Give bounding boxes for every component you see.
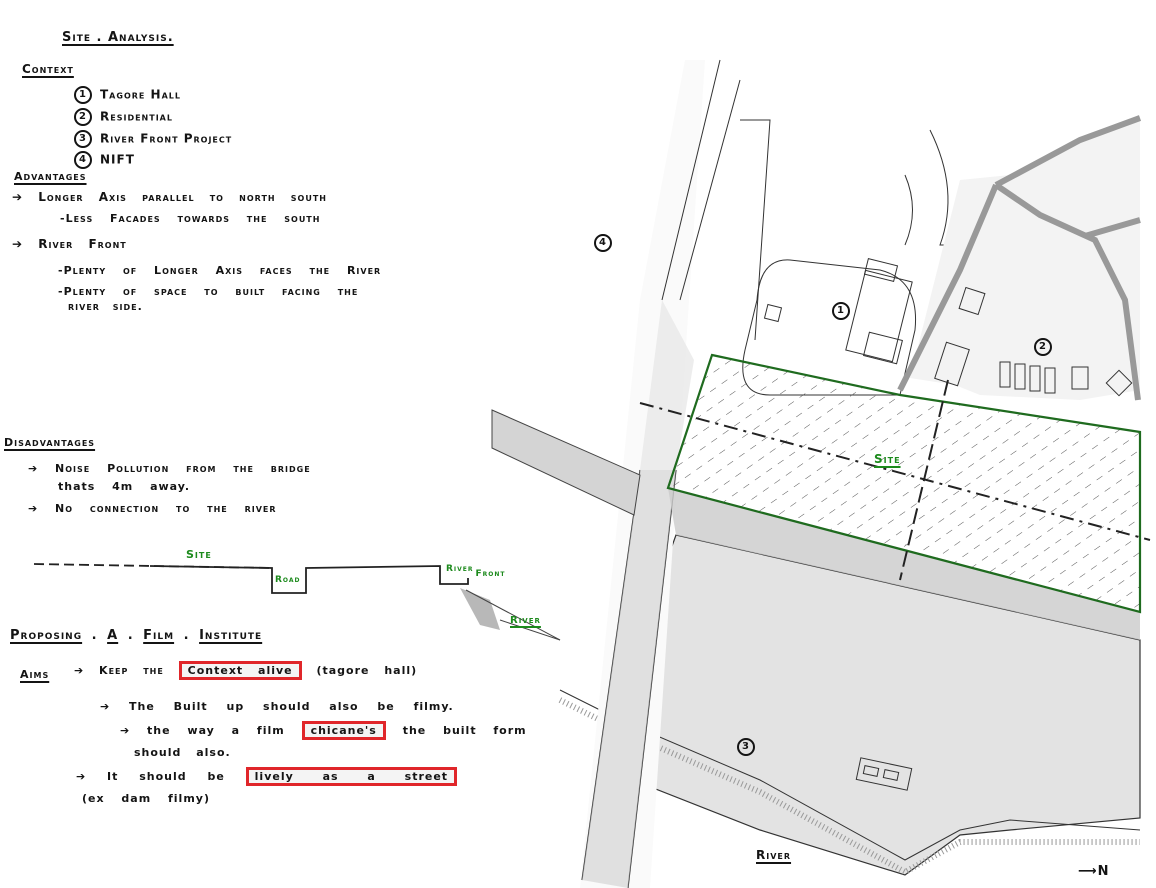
highlight-box: chicane's (301, 721, 386, 740)
north-arrow: ⟶N (1078, 864, 1110, 879)
north-label: N (1097, 864, 1110, 879)
advantage-point: ➔ River Front (12, 237, 127, 251)
site-parcel (639, 353, 1151, 614)
advantage-subpoint: -Plenty of space to built facing the (58, 285, 359, 298)
section-site-label: Site (186, 548, 212, 561)
map-marker-tagore-hall: 1 (832, 302, 858, 320)
page-title: Site . Analysis. (62, 30, 174, 45)
advantage-point: ➔ Longer Axis parallel to north south (12, 190, 327, 204)
aim-item: ➔ It should be lively as a street (76, 767, 458, 786)
advantage-subpoint: river side. (68, 300, 143, 313)
aim-subitem: ➔ the way a film chicane's the built for… (120, 721, 527, 740)
highlight-box: lively as a street (245, 767, 458, 786)
arrow-right-icon: ⟶ (1078, 864, 1098, 879)
disadvantage-point: ➔ No connection to the river (28, 502, 277, 515)
disadvantages-heading: Disadvantages (4, 436, 96, 449)
advantage-subpoint: -Less Facades towards the south (60, 212, 321, 225)
disadvantage-point: ➔ Noise Pollution from the bridge (28, 462, 311, 475)
aim-item: (ex dam filmy) (82, 792, 210, 805)
map-marker-residential: 2 (1034, 338, 1060, 356)
map-river-label: River (756, 848, 792, 862)
map-marker-riverfront: 3 (737, 738, 763, 756)
proposal-heading: Proposing . A . Film . Institute (10, 628, 263, 643)
aim-item: ➔ Keep the Context alive (tagore hall) (74, 661, 417, 680)
residential-block (897, 115, 1142, 401)
section-river-label: River (510, 615, 541, 626)
map-marker-nift: 4 (594, 234, 620, 252)
section-road-label: Road (275, 575, 301, 585)
advantages-heading: Advantages (14, 170, 87, 183)
aims-label: Aims (20, 668, 50, 681)
aim-item: ➔ The Built up should also be filmy. (100, 700, 454, 713)
highlight-box: Context alive (178, 661, 302, 680)
aim-subitem: should also. (134, 746, 231, 759)
context-heading: Context (22, 62, 74, 76)
advantage-subpoint: -Plenty of Longer Axis faces the River (58, 264, 382, 277)
disadvantage-subpoint: thats 4m away. (58, 480, 191, 493)
map-site-label: Site (874, 452, 901, 466)
bridge-road (580, 59, 741, 888)
